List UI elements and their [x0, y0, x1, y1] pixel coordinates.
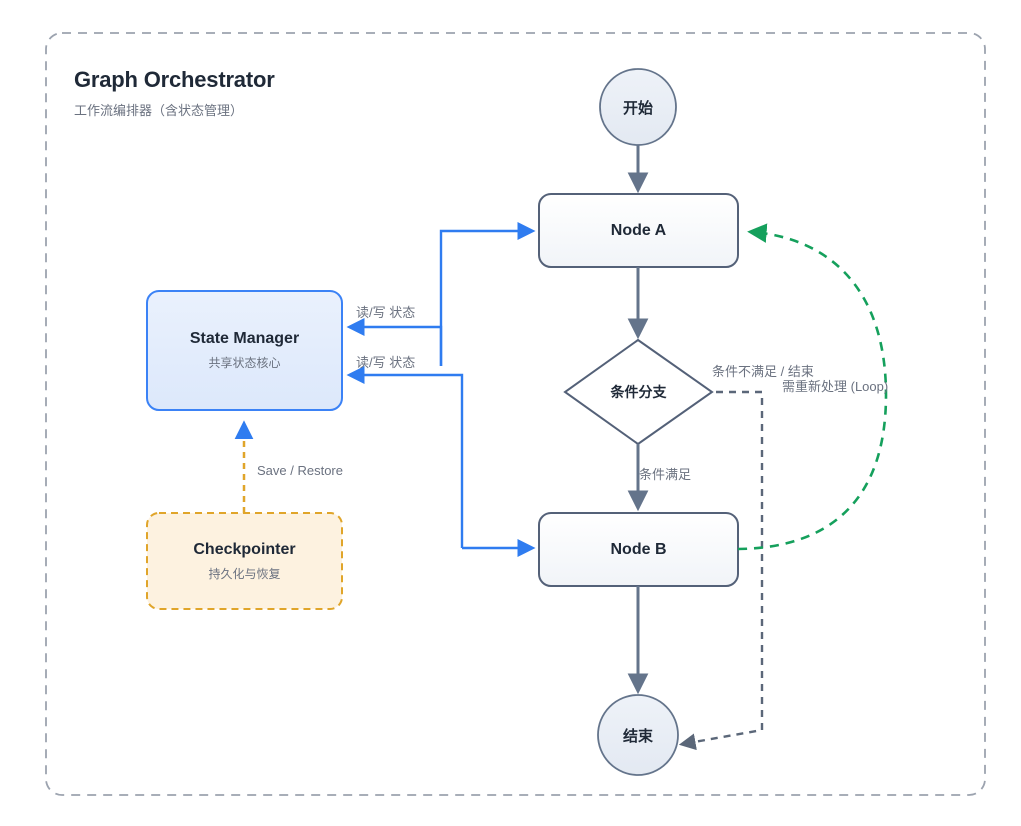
edge-label-save-restore: Save / Restore	[257, 463, 343, 478]
edge-label-condition-met: 条件满足	[639, 467, 692, 482]
edge-decision-to-end	[678, 390, 764, 751]
outer-container-border	[45, 32, 986, 796]
edge-label-condition-not-met: 条件不满足 / 结束	[712, 364, 814, 379]
state-manager-label-wrap[interactable]: State Manager 共享状态核心	[147, 291, 342, 410]
decision-node-label: 条件分支	[610, 384, 667, 400]
edge-label-node-a-read-write: 读/写 状态	[356, 305, 416, 320]
edge-state-manager-in-top	[346, 318, 443, 366]
page-subtitle: 工作流编排器（含状态管理）	[74, 103, 244, 118]
checkpointer-sublabel: 持久化与恢复	[208, 566, 281, 581]
edge-label-loop-back: 需重新处理 (Loop)	[782, 379, 889, 394]
end-node-label-wrap[interactable]: 结束	[598, 695, 678, 775]
start-node-label: 开始	[622, 99, 653, 117]
node-a-label: Node A	[610, 221, 667, 239]
end-node-shape[interactable]	[597, 694, 679, 776]
decision-node-label-wrap[interactable]: 条件分支	[565, 362, 712, 422]
start-node-label-wrap[interactable]: 开始	[600, 69, 676, 145]
edge-loop-back	[737, 223, 888, 551]
node-b-label: Node B	[610, 540, 667, 558]
edge-state-manager-in-bottom	[346, 366, 464, 548]
state-manager-label: State Manager	[189, 330, 300, 347]
checkpointer-label-wrap[interactable]: Checkpointer 持久化与恢复	[147, 513, 342, 609]
node-a-label-wrap[interactable]: Node A	[539, 194, 738, 267]
state-manager-sublabel: 共享状态核心	[208, 356, 281, 370]
checkpointer-label: Checkpointer	[193, 540, 296, 558]
page-title: Graph Orchestrator	[74, 67, 275, 92]
edge-node-a-read-write	[439, 222, 536, 366]
node-b-label-wrap[interactable]: Node B	[539, 513, 738, 586]
state-manager-shape[interactable]	[146, 290, 343, 411]
end-node-label: 结束	[622, 727, 653, 745]
edge-label-node-b-read-write: 读/写 状态	[356, 355, 416, 370]
